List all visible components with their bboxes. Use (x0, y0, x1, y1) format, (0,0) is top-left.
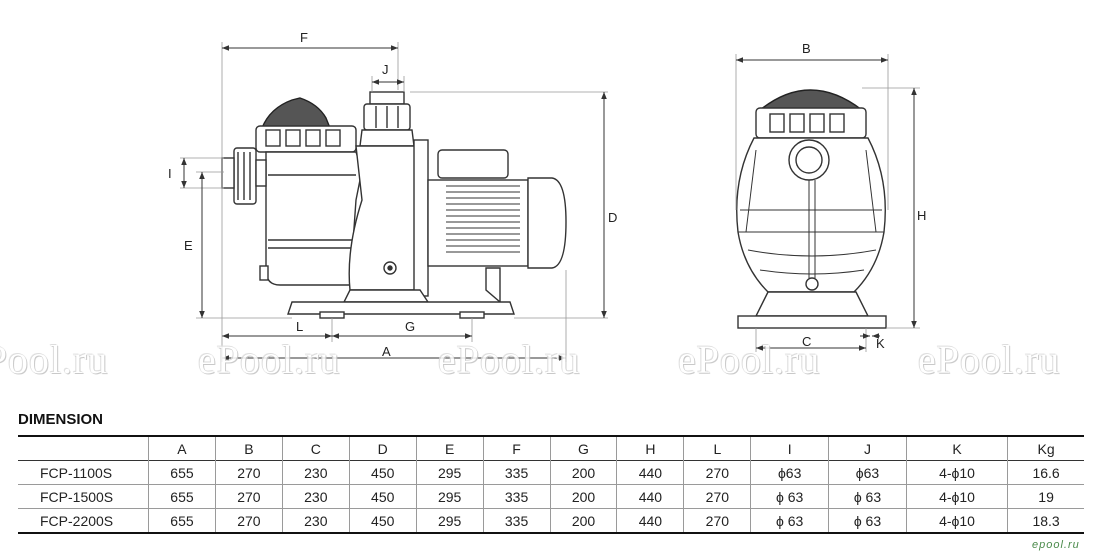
table-cell: 335 (482, 484, 551, 509)
table-header-cell: C (281, 435, 350, 461)
table-header-cell: D (348, 435, 417, 461)
table-cell: ϕ63 (750, 460, 829, 485)
table-header-cell: L (683, 435, 751, 461)
label-J: J (382, 62, 389, 77)
label-D: D (608, 210, 617, 225)
technical-drawing: F J I E D L G A (168, 30, 926, 362)
label-C: C (802, 334, 811, 349)
table-cell: 4-ϕ10 (905, 460, 1008, 485)
table-cell: 450 (348, 484, 417, 509)
table-cell: 295 (415, 484, 484, 509)
table-cell: FCP-1500S (18, 484, 149, 509)
table-header-row: A B C D E F G H L I J K Kg (18, 435, 1084, 461)
table-cell: 655 (148, 484, 216, 509)
table-cell: 295 (415, 508, 484, 534)
watermark: ePool.ru (918, 337, 1061, 382)
watermark: ePool.ru (198, 337, 341, 382)
front-view-pump (736, 89, 887, 329)
table-cell: FCP-2200S (18, 508, 149, 534)
table-header-cell: B (214, 435, 283, 461)
table-cell: 295 (415, 460, 484, 485)
label-F: F (300, 30, 308, 45)
label-G: G (405, 319, 415, 334)
table-header-cell: E (415, 435, 484, 461)
label-H: H (917, 208, 926, 223)
table-cell: 655 (148, 460, 216, 485)
table-header-cell: K (905, 435, 1008, 461)
table-cell: 4-ϕ10 (905, 484, 1008, 509)
table-cell: ϕ 63 (750, 508, 829, 534)
site-logo: epool.ru (1032, 539, 1080, 551)
watermark: ePool.ru (0, 337, 109, 382)
table-cell: 270 (214, 484, 283, 509)
table-cell: 200 (549, 484, 617, 509)
table-header-cell: F (482, 435, 551, 461)
table-cell: 4-ϕ10 (905, 508, 1008, 534)
table-cell: 450 (348, 508, 417, 534)
table-row: FCP-1100S 655 270 230 450 295 335 200 44… (18, 460, 1084, 485)
label-K: K (876, 336, 885, 351)
table-cell: ϕ 63 (828, 508, 907, 534)
table-header-cell: Kg (1007, 435, 1084, 461)
watermark: ePool.ru (678, 337, 821, 382)
table-row: FCP-2200S 655 270 230 450 295 335 200 44… (18, 508, 1084, 534)
table-cell: 335 (482, 508, 551, 534)
table-cell: ϕ63 (828, 460, 907, 485)
table-cell: 270 (683, 484, 751, 509)
table-cell: 270 (683, 508, 751, 534)
table-cell: 270 (214, 460, 283, 485)
table-header-cell (18, 435, 149, 461)
label-B: B (802, 41, 811, 56)
table-cell: 200 (549, 460, 617, 485)
table-header-cell: H (616, 435, 684, 461)
table-cell: 200 (549, 508, 617, 534)
table-header-cell: A (148, 435, 216, 461)
table-cell: 18.3 (1007, 508, 1084, 534)
table-cell: 19 (1007, 484, 1084, 509)
table-cell: 270 (683, 460, 751, 485)
table-header-cell: I (750, 435, 829, 461)
dimension-table: A B C D E F G H L I J K Kg FCP-1100S 655… (18, 435, 1084, 534)
table-cell: ϕ 63 (828, 484, 907, 509)
table-header-cell: G (549, 435, 617, 461)
table-cell: 440 (616, 484, 684, 509)
table-cell: 440 (616, 508, 684, 534)
label-E: E (184, 238, 193, 253)
label-I: I (168, 166, 172, 181)
table-cell: 230 (281, 484, 350, 509)
table-cell: 335 (482, 460, 551, 485)
side-view-dimensions (180, 42, 608, 362)
table-cell: 450 (348, 460, 417, 485)
table-cell: 230 (281, 508, 350, 534)
section-title: DIMENSION (18, 411, 104, 428)
table-cell: 440 (616, 460, 684, 485)
table-row: FCP-1500S 655 270 230 450 295 335 200 44… (18, 484, 1084, 509)
label-L: L (296, 319, 303, 334)
table-cell: 655 (148, 508, 216, 534)
table-header-cell: J (828, 435, 907, 461)
table-cell: 230 (281, 460, 350, 485)
watermark: ePool.ru (438, 337, 581, 382)
front-view-dimensions (735, 54, 920, 352)
table-cell: FCP-1100S (18, 460, 149, 485)
table-cell: ϕ 63 (750, 484, 829, 509)
label-A: A (382, 344, 391, 359)
side-view-pump (221, 91, 567, 319)
table-cell: 270 (214, 508, 283, 534)
table-cell: 16.6 (1007, 460, 1084, 485)
